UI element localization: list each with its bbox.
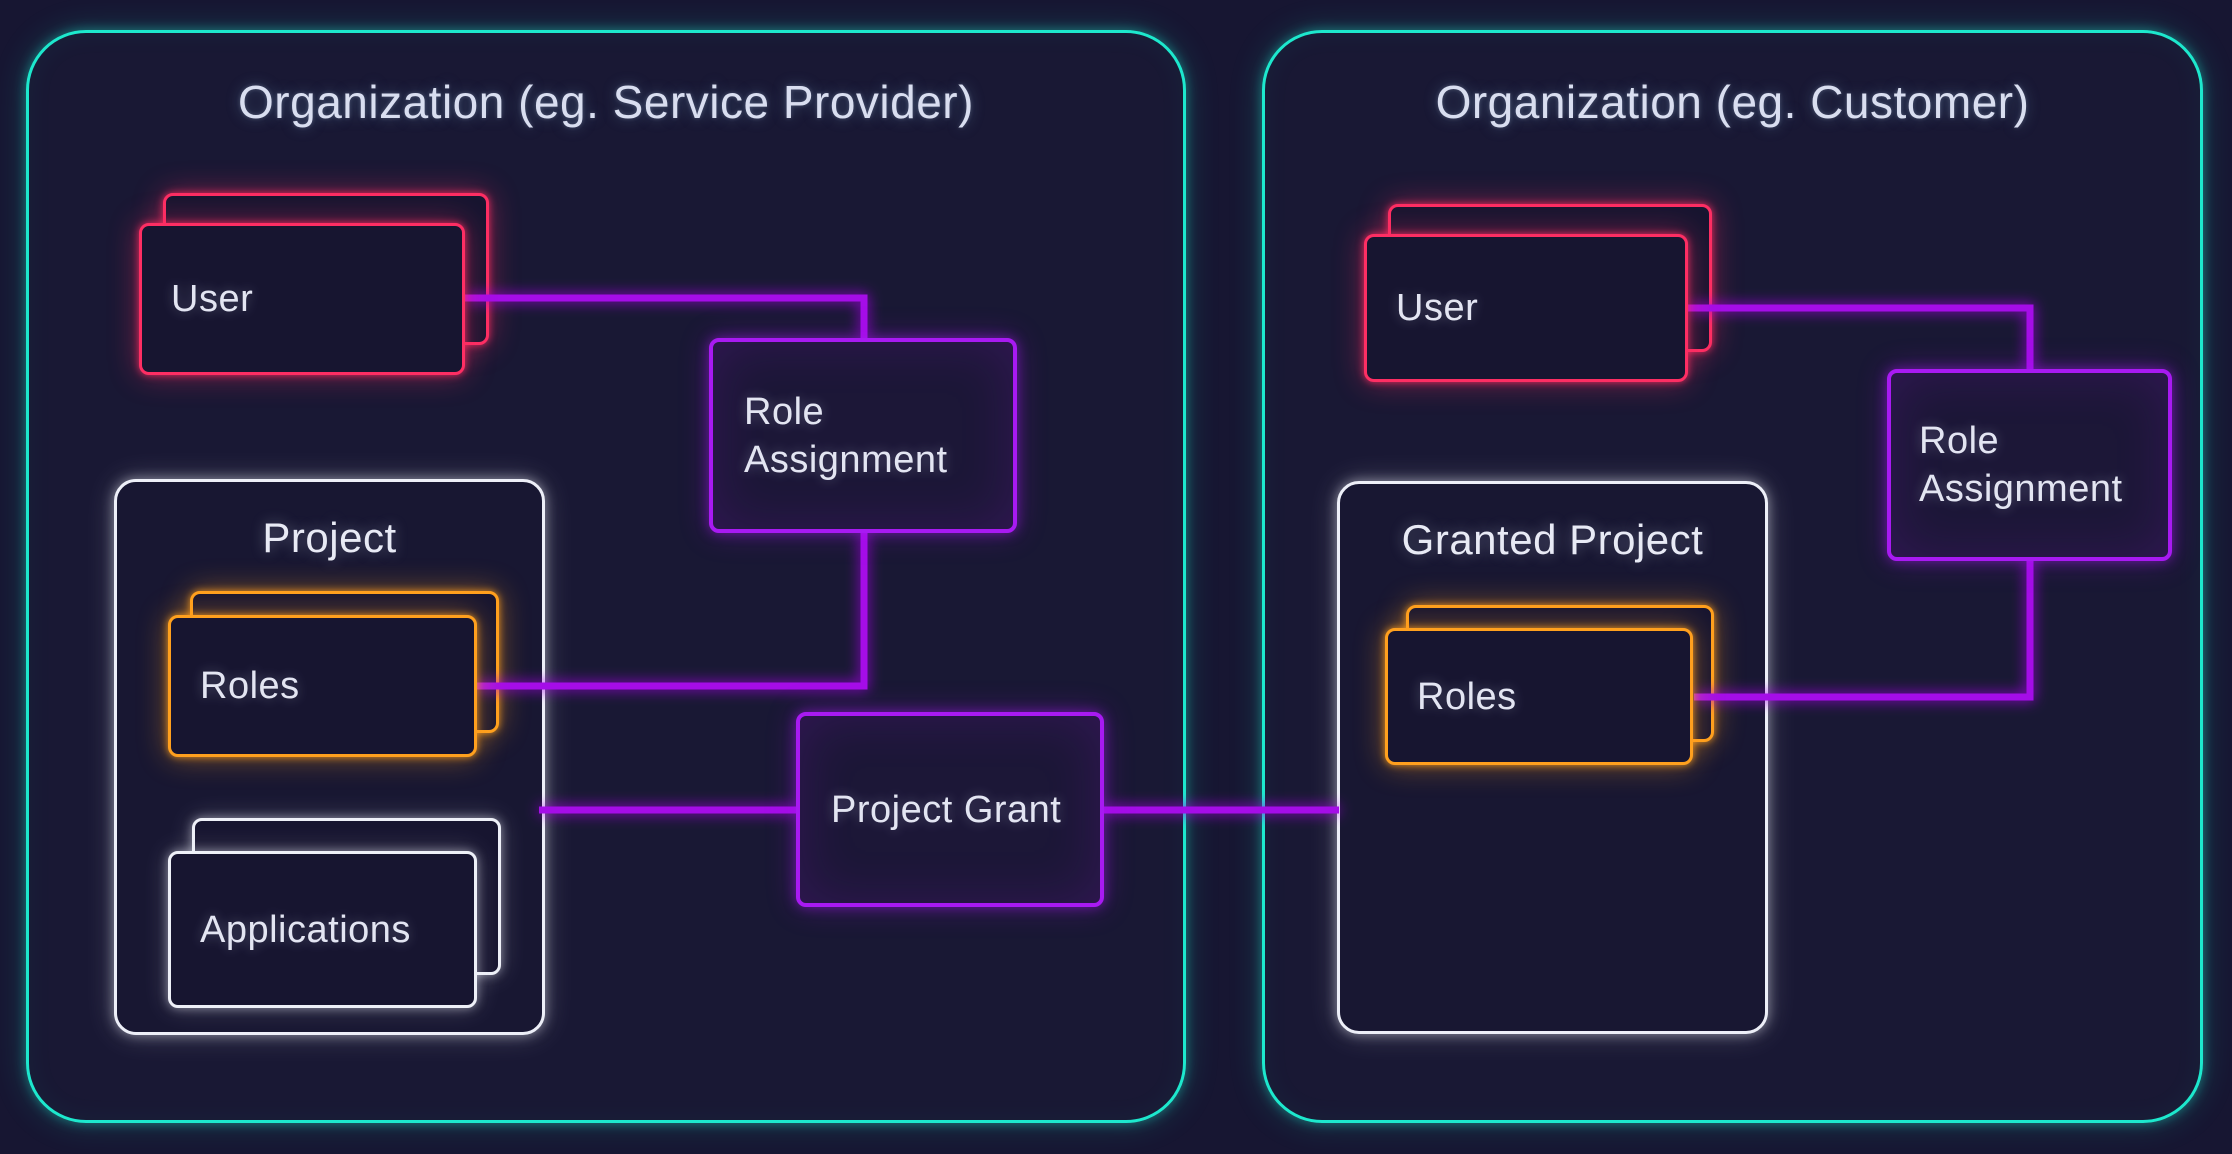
granted-project-title: Granted Project (1401, 516, 1704, 563)
wire-role-assignment-to-roles-right (1694, 559, 2034, 701)
role-assignment-card-right: Role Assignment (1887, 369, 2172, 561)
user-label-left: User (171, 278, 254, 320)
wire-user-to-role-assignment-right (1688, 304, 2034, 371)
role-assignment-card-left: Role Assignment (709, 338, 1017, 533)
roles-card-right: Roles (1385, 628, 1693, 765)
roles-label-right: Roles (1417, 675, 1517, 718)
role-assignment-label-right: Role Assignment (1919, 420, 2123, 510)
role-assignment-label-left: Role Assignment (744, 390, 948, 481)
user-card-left: User (139, 223, 465, 375)
roles-label-left: Roles (200, 665, 300, 707)
org-customer-box: Organization (eg. Customer) (1262, 30, 2203, 1123)
project-grant-card: Project Grant (796, 712, 1104, 907)
wire-user-to-role-assignment-left (465, 294, 868, 340)
user-card-right: User (1364, 234, 1688, 382)
applications-label: Applications (200, 908, 411, 951)
applications-card: Applications (168, 851, 477, 1008)
user-label-right: User (1396, 287, 1479, 329)
org-service-provider-title: Organization (eg. Service Provider) (238, 76, 974, 128)
project-grant-label: Project Grant (831, 788, 1062, 831)
project-title: Project (262, 514, 397, 561)
org-customer-title: Organization (eg. Customer) (1435, 76, 2030, 128)
org-service-provider-box: Organization (eg. Service Provider) (26, 30, 1186, 1123)
wire-role-assignment-to-roles-left (472, 531, 868, 690)
roles-card-left: Roles (168, 615, 477, 757)
